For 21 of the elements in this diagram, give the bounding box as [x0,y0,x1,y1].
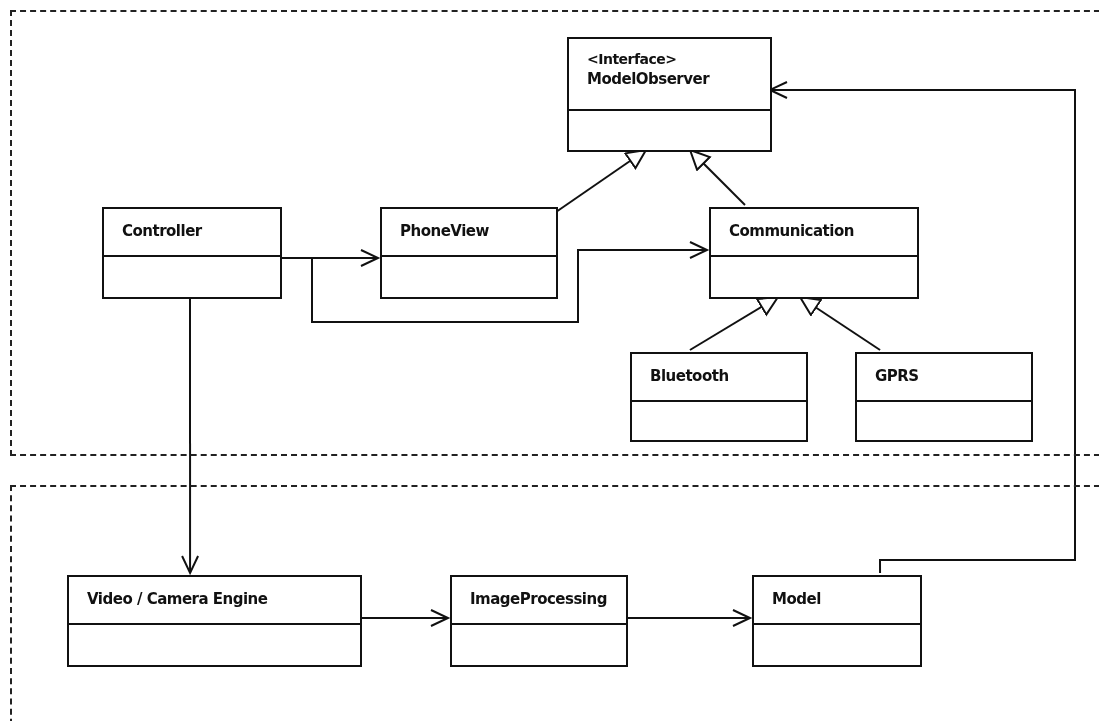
package-frame [10,10,1099,456]
class-name: Communication [729,221,854,241]
class-name: Controller [122,221,202,241]
class-box [380,207,558,299]
stereotype-label: <Interface> [587,50,677,69]
class-box [855,352,1033,442]
package-frame [10,485,1099,721]
class-box [450,575,628,667]
class-name: GPRS [875,366,919,386]
class-name: Bluetooth [650,366,729,386]
class-name: PhoneView [400,221,489,241]
class-box [67,575,362,667]
class-name: Video / Camera Engine [87,589,268,609]
class-box [709,207,919,299]
class-box [567,37,772,152]
class-name: ImageProcessing [470,589,607,609]
class-name: ModelObserver [587,69,710,89]
class-box [752,575,922,667]
class-name: Model [772,589,821,609]
class-box [102,207,282,299]
class-box [630,352,808,442]
